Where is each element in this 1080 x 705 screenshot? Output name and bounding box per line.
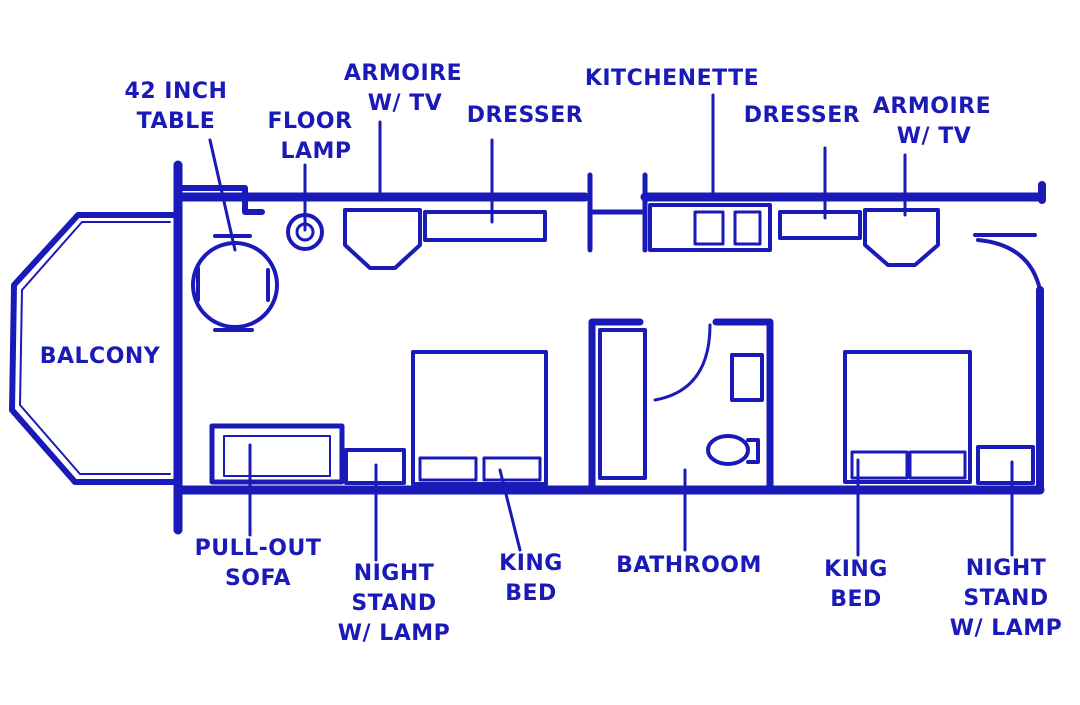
toilet [706,434,750,466]
king-bed-left [411,350,548,486]
kitchen-opening [587,172,648,253]
label-nightstand-right-3: W/ LAMP [950,616,1063,641]
label-sofa-2: SOFA [225,566,291,591]
dresser-left [423,210,547,242]
label-bathroom: BATHROOM [616,553,762,578]
table-alcove [175,185,265,215]
label-armoire-left-2: W/ TV [368,91,443,116]
label-armoire-right-1: ARMOIRE [873,94,991,119]
armoire-right [863,208,940,267]
label-nightstand-left-1: NIGHT [354,561,435,586]
label-sofa-1: PULL-OUT [195,536,322,561]
label-nightstand-right-2: STAND [963,586,1048,611]
right-wall [1036,181,1046,494]
label-armoire-right-2: W/ TV [897,124,972,149]
pullout-sofa [209,423,345,485]
label-king-bed-left-1: KING [499,551,563,576]
bathtub [598,328,647,480]
bathroom-room [588,318,774,492]
bathroom-sink [730,353,764,402]
bathroom-door [653,323,712,402]
labels: 42 INCH TABLE FLOOR LAMP ARMOIRE W/ TV D… [40,61,1063,646]
label-kitchenette: KITCHENETTE [585,66,759,91]
label-nightstand-right-1: NIGHT [966,556,1047,581]
label-table-2: TABLE [137,109,216,134]
label-balcony: BALCONY [40,344,161,369]
label-dresser-left: DRESSER [467,103,583,128]
kitchenette-unit [648,203,772,252]
balcony-inner-line [19,221,171,475]
dresser-right [778,210,862,240]
label-dresser-right: DRESSER [744,103,860,128]
furniture [191,203,1035,492]
label-nightstand-left-2: STAND [351,591,436,616]
label-king-bed-right-1: KING [824,557,888,582]
label-armoire-left-1: ARMOIRE [344,61,462,86]
walls [173,160,1046,535]
label-king-bed-right-2: BED [830,587,882,612]
leader-lines [208,93,1014,562]
label-king-bed-left-2: BED [505,581,557,606]
label-floor-lamp-2: LAMP [280,139,351,164]
entry-door [973,233,1042,292]
balcony [9,212,181,485]
balcony-outline [9,212,181,485]
nightstand-right [976,445,1035,485]
label-nightstand-left-3: W/ LAMP [338,621,451,646]
king-bed-right [843,350,972,484]
label-floor-lamp-1: FLOOR [267,109,352,134]
label-table-1: 42 INCH [125,79,228,104]
armoire-left [343,208,422,270]
